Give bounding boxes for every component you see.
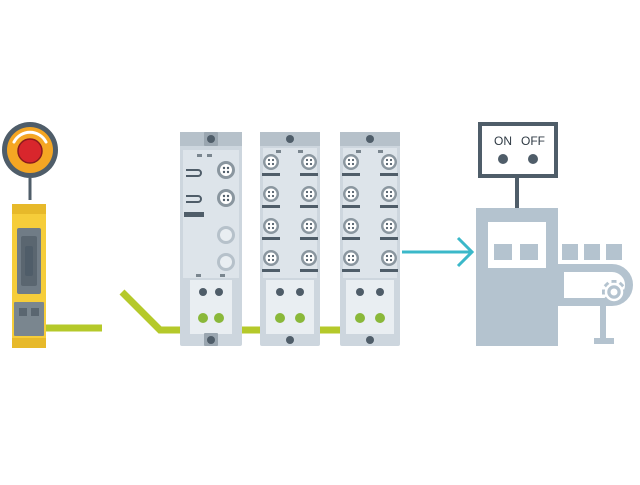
port-label-line	[262, 269, 280, 272]
cable-to-module	[119, 289, 186, 334]
port-label-line	[380, 269, 398, 272]
connector-port	[301, 186, 317, 202]
connector-port	[301, 218, 317, 234]
connector-port	[301, 250, 317, 266]
on-button	[498, 154, 508, 164]
connector-port	[263, 154, 279, 170]
port-label-line	[300, 269, 318, 272]
port-label-line	[262, 237, 280, 240]
off-button	[528, 154, 538, 164]
io-module-2	[260, 132, 320, 346]
product-box	[520, 244, 538, 260]
port-grid	[342, 154, 398, 272]
connector-port	[343, 186, 359, 202]
product-box	[562, 244, 578, 260]
io-module-group	[180, 132, 400, 346]
connector-port	[381, 154, 397, 170]
io-module-3	[340, 132, 400, 346]
product-box	[494, 244, 512, 260]
port-label-line	[300, 237, 318, 240]
cable-gland	[217, 226, 235, 244]
off-label: OFF	[521, 134, 545, 148]
safety-relay-module	[12, 204, 46, 348]
port-label-line	[342, 173, 360, 176]
port-label-line	[262, 173, 280, 176]
connector-port	[263, 250, 279, 266]
port-label-line	[342, 205, 360, 208]
port-label-line	[262, 205, 280, 208]
connector-port	[381, 186, 397, 202]
connector-port	[301, 154, 317, 170]
conveyor-machine	[476, 208, 633, 346]
connector-port	[343, 250, 359, 266]
io-module-1	[180, 132, 242, 346]
port-label-line	[380, 173, 398, 176]
emergency-stop-button	[2, 122, 58, 178]
port-label-line	[300, 205, 318, 208]
connector-port	[263, 218, 279, 234]
signal-arrow	[402, 236, 475, 268]
port-label-line	[380, 237, 398, 240]
port-label-line	[380, 205, 398, 208]
cable-gland	[217, 253, 235, 271]
gear-icon	[602, 280, 626, 304]
connector-port	[381, 250, 397, 266]
connector-port	[217, 189, 235, 207]
connector-port	[343, 154, 359, 170]
product-box	[606, 244, 622, 260]
port-label-line	[300, 173, 318, 176]
connector-port	[343, 218, 359, 234]
connector-port	[217, 161, 235, 179]
control-panel: ON OFF	[478, 122, 558, 208]
product-box	[584, 244, 600, 260]
on-label: ON	[494, 134, 512, 148]
port-grid	[262, 154, 318, 272]
connector-port	[263, 186, 279, 202]
port-label-line	[342, 237, 360, 240]
port-label-line	[342, 269, 360, 272]
connector-port	[381, 218, 397, 234]
